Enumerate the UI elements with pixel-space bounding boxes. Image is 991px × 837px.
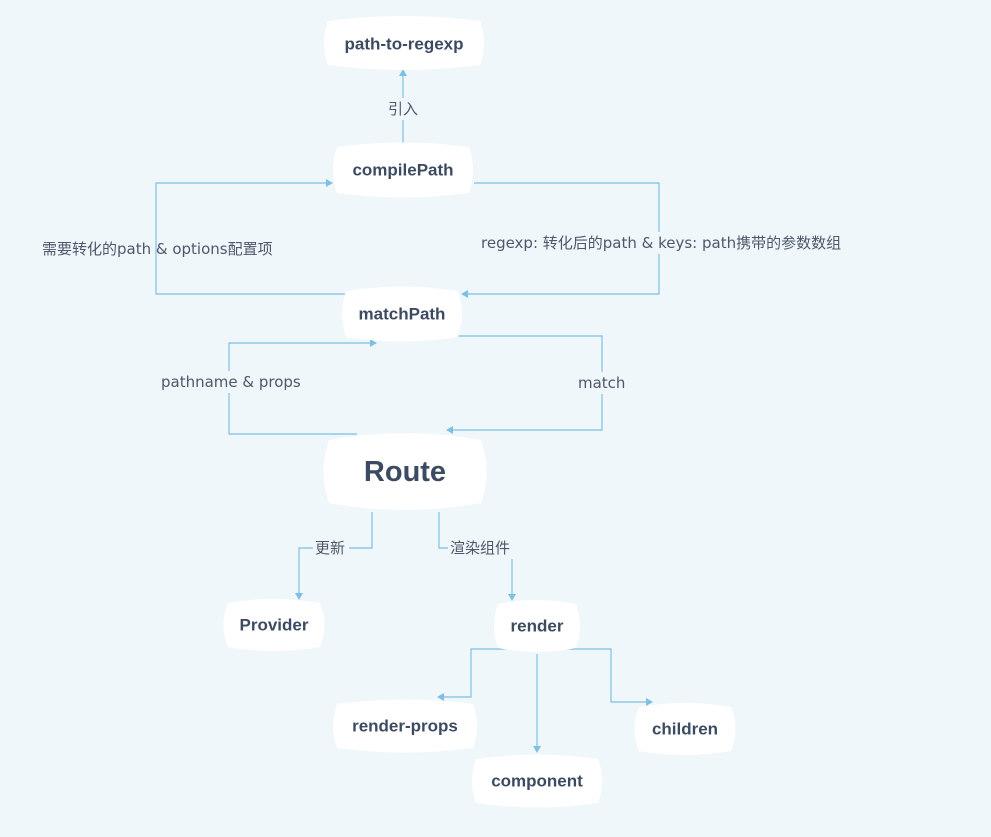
node-path-to-regexp: path-to-regexp (324, 16, 484, 70)
edge-label-render-component: 渲染组件 (450, 539, 510, 557)
node-match-path: matchPath (342, 286, 462, 342)
edge-component (533, 654, 541, 753)
node-render: render (494, 600, 580, 652)
edge-children (567, 648, 653, 706)
node-route: Route (323, 433, 487, 510)
node-label-provider: Provider (240, 616, 309, 635)
node-label-render: render (511, 617, 564, 636)
edge-render-props (437, 648, 506, 701)
node-provider: Provider (223, 599, 325, 651)
node-label-path-to-regexp: path-to-regexp (345, 35, 464, 54)
node-label-compile-path: compilePath (352, 161, 453, 180)
node-compile-path: compilePath (333, 142, 473, 198)
edge-label-update: 更新 (315, 539, 345, 557)
edge-label-pathname-props: pathname & props (161, 373, 301, 391)
edge-label-match: match (578, 374, 625, 392)
node-label-route: Route (364, 456, 446, 488)
node-children: children (634, 703, 736, 755)
edge-label-compile-output: regexp: 转化后的path & keys: path携带的参数数组 (481, 234, 841, 252)
node-label-render-props: render-props (352, 717, 458, 736)
edge-label-import: 引入 (388, 100, 418, 118)
node-render-props: render-props (333, 699, 477, 753)
node-component: component (472, 754, 602, 808)
edge-label-compile-input: 需要转化的path & options配置项 (42, 240, 273, 258)
node-label-component: component (491, 772, 583, 791)
node-label-match-path: matchPath (359, 305, 446, 324)
edge-compile-input (155, 179, 345, 295)
node-label-children: children (652, 720, 718, 739)
